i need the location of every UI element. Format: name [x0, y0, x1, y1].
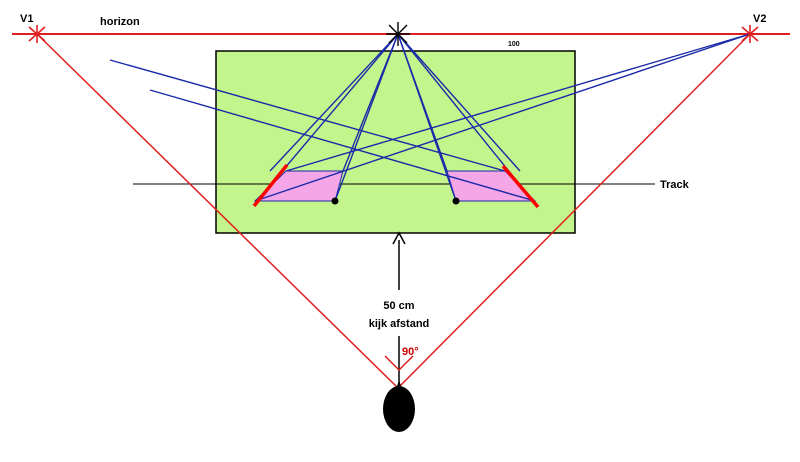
construction-line-right: [397, 33, 751, 389]
label-v1: V1: [20, 13, 33, 25]
star-cross-icon: [28, 25, 46, 43]
track-point-right: [452, 197, 460, 205]
board-rectangle: [215, 50, 576, 234]
label-track: Track: [660, 179, 690, 191]
sight-line: [254, 33, 751, 202]
star-cross-icon: [386, 22, 410, 46]
distance-arrow-icon: [392, 231, 406, 388]
label-distance-caption: kijk afstand: [369, 318, 430, 330]
sight-line: [397, 33, 521, 172]
star-cross-icon: [741, 25, 759, 43]
edge-highlight-left: [252, 163, 289, 208]
sight-line: [269, 33, 399, 172]
head-icon: [383, 380, 415, 432]
edge-highlight-right: [501, 164, 540, 209]
label-horizon: horizon: [100, 16, 140, 28]
sight-line: [149, 89, 536, 202]
sight-line: [334, 33, 399, 202]
sight-lines: [109, 33, 751, 202]
right-angle-mark: [384, 355, 414, 372]
track-point-left: [331, 197, 339, 205]
label-scale-mark: 100: [508, 41, 520, 48]
label-v2: V2: [753, 13, 766, 25]
label-distance: 50 cm: [383, 300, 414, 312]
label-angle: 90°: [402, 346, 419, 358]
construction-line-left: [36, 33, 399, 389]
sight-line: [285, 33, 751, 172]
sight-line: [109, 59, 506, 172]
sight-line: [397, 33, 448, 172]
